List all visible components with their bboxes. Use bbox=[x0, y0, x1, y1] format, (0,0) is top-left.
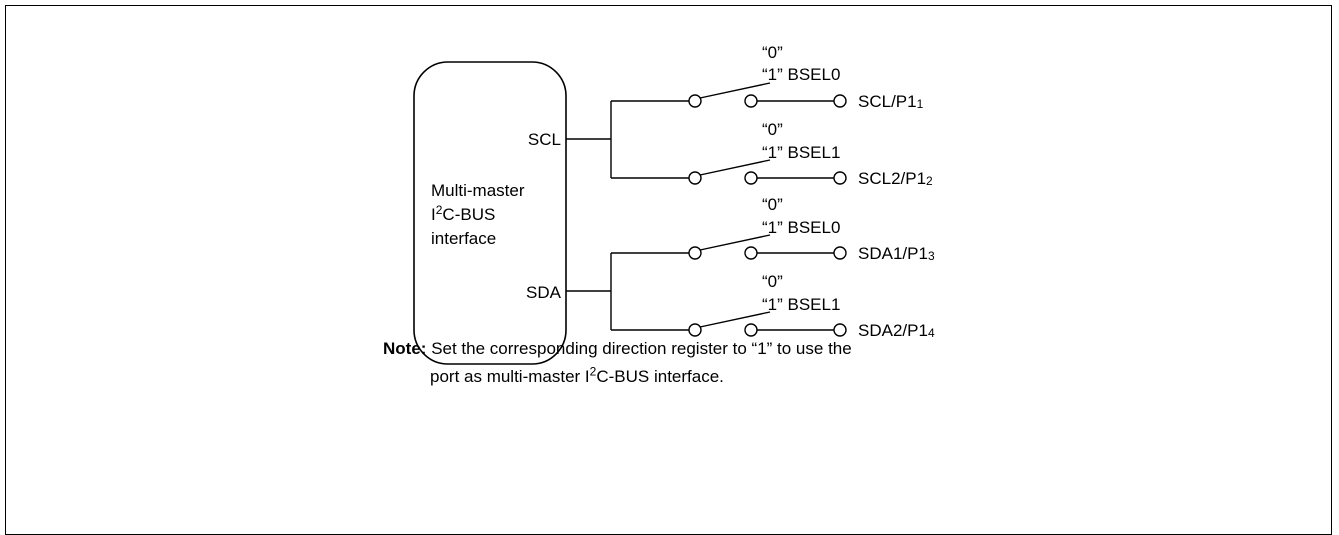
switch-1-one-label: “1” BSEL0 bbox=[762, 65, 840, 84]
switch-1-input-terminal bbox=[688, 94, 702, 108]
switch-4-zero-label: “0” bbox=[762, 272, 783, 291]
note-block: Note: Set the corresponding direction re… bbox=[383, 335, 852, 391]
note-line-1: Note: Set the corresponding direction re… bbox=[383, 335, 852, 363]
switch-3-lever bbox=[699, 234, 771, 251]
switch-2-zero-label: “0” bbox=[762, 120, 783, 139]
switch-1-zero-label: “0” bbox=[762, 43, 783, 62]
switch-3-contact bbox=[744, 246, 758, 260]
switch-2-input-terminal bbox=[688, 171, 702, 185]
block-label-line1: Multi-master bbox=[431, 181, 525, 200]
switch-1-contact bbox=[744, 94, 758, 108]
switch-2-output-terminal bbox=[833, 171, 847, 185]
switch-4-output-label: SDA2/P14 bbox=[858, 321, 935, 340]
sda-bus-wiring bbox=[566, 252, 689, 331]
switch-3-zero-label: “0” bbox=[762, 195, 783, 214]
note-label: Note: bbox=[383, 339, 427, 358]
switch-4: “0” “1” BSEL1 SDA2/P14 bbox=[688, 272, 935, 340]
switch-3: “0” “1” BSEL0 SDA1/P13 bbox=[688, 195, 935, 263]
scl-bus-wiring bbox=[566, 100, 689, 179]
switch-3-input-terminal bbox=[688, 246, 702, 260]
switch-1: “0” “1” BSEL0 SCL/P11 bbox=[688, 43, 924, 111]
scl-pin-label: SCL bbox=[528, 130, 561, 149]
switch-4-one-label: “1” BSEL1 bbox=[762, 295, 840, 314]
switch-1-lever bbox=[699, 82, 771, 99]
block-label-line2: I2C-BUS bbox=[431, 203, 495, 224]
switch-3-output-terminal bbox=[833, 246, 847, 260]
block-label-line3: interface bbox=[431, 229, 496, 248]
switch-3-one-label: “1” BSEL0 bbox=[762, 218, 840, 237]
switch-3-output-label: SDA1/P13 bbox=[858, 244, 935, 263]
switch-1-output-terminal bbox=[833, 94, 847, 108]
sda-pin-label: SDA bbox=[526, 283, 562, 302]
interface-block bbox=[413, 61, 567, 365]
switch-2-lever bbox=[699, 159, 771, 176]
bus-switch-diagram: Multi-master I2C-BUS interface SCL SDA “… bbox=[413, 43, 935, 365]
switch-1-output-label: SCL/P11 bbox=[858, 92, 924, 111]
switch-4-lever bbox=[699, 311, 771, 328]
switch-2: “0” “1” BSEL1 SCL2/P12 bbox=[688, 120, 933, 188]
switch-4-input-terminal bbox=[688, 323, 702, 337]
note-text-1: Set the corresponding direction register… bbox=[431, 339, 852, 358]
switch-2-output-label: SCL2/P12 bbox=[858, 169, 933, 188]
switch-2-contact bbox=[744, 171, 758, 185]
note-line-2: port as multi-master I2C-BUS interface. bbox=[430, 364, 724, 386]
switch-2-one-label: “1” BSEL1 bbox=[762, 143, 840, 162]
switch-4-output-terminal bbox=[833, 323, 847, 337]
